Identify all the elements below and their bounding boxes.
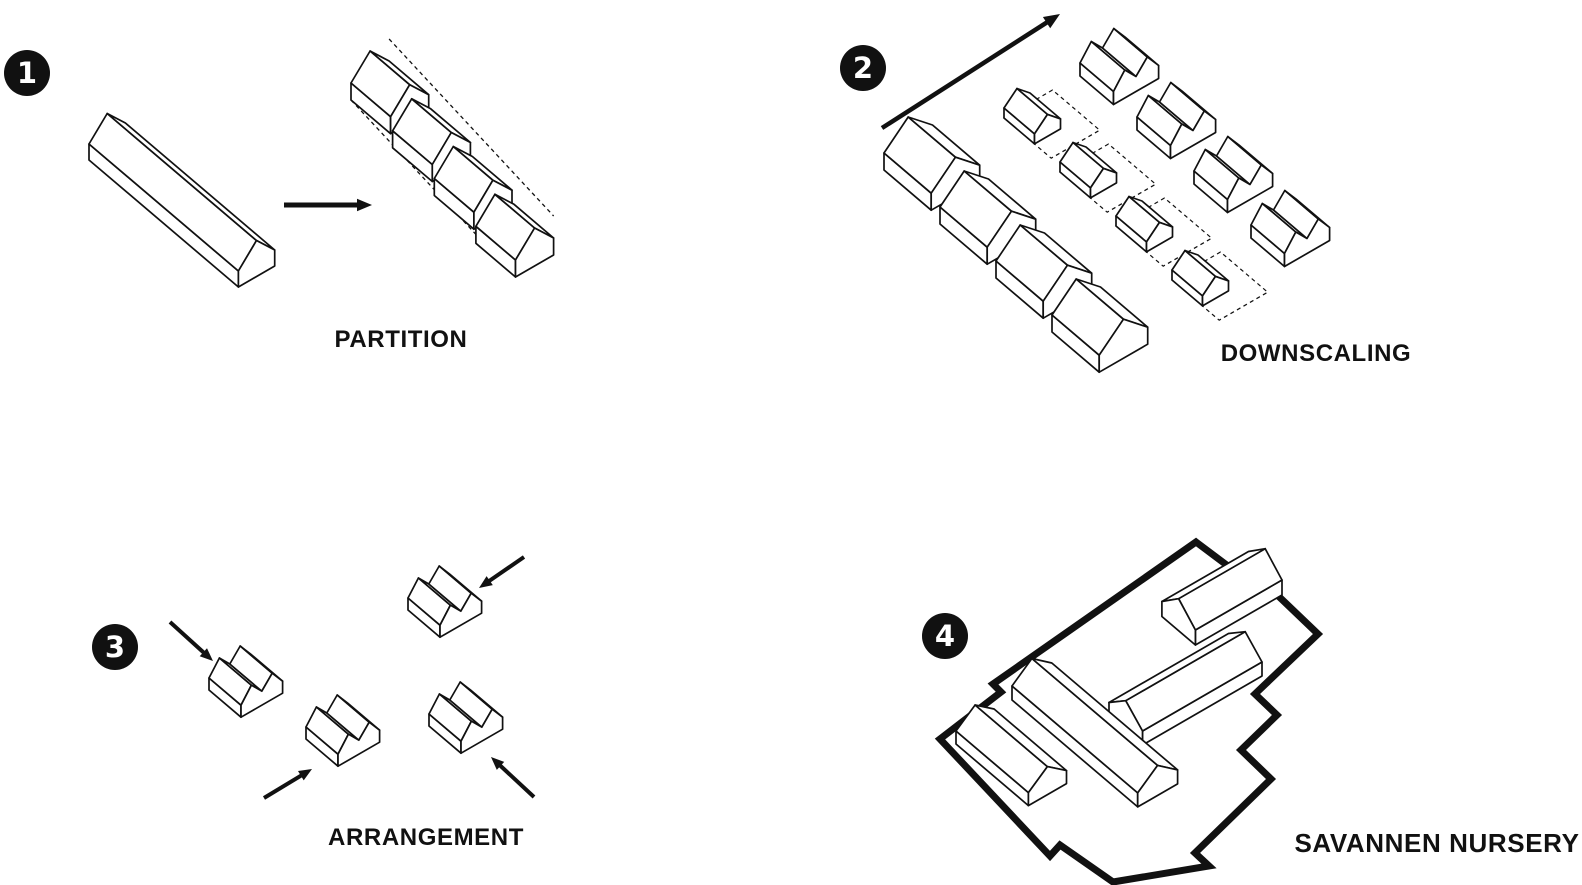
step-4-number: 4 [934,618,956,653]
nursery-plan-diagram [934,537,1324,885]
partition-diagram [88,38,555,288]
arrangement-houses [208,565,504,768]
nursery-buildings [955,547,1283,808]
arrangement-diagram [168,555,536,800]
downscaling-label: DOWNSCALING [1220,340,1412,367]
downscaling-small-houses-with-footprints [1002,87,1269,321]
arrangement-label: ARRANGEMENT [328,824,524,851]
downscaling-arrow [880,14,1060,130]
partition-label: PARTITION [334,326,468,353]
partition-house-segments [350,50,555,278]
partition-original-bar [88,112,276,288]
step-2-number: 2 [852,50,874,85]
step-3-badge: 3 [92,624,138,670]
downscaling-double-gable-houses [1079,27,1331,268]
project-name-label: SAVANNEN NURSERY [1294,828,1580,858]
downscaling-large-houses [883,116,1149,374]
downscaling-diagram [880,14,1331,374]
partition-arrow [284,198,372,212]
step-4-badge: 4 [922,613,968,659]
step-2-badge: 2 [840,45,886,91]
step-1-number: 1 [16,55,38,90]
step-3-number: 3 [104,629,126,664]
arrangement-arrows [168,555,536,800]
step-1-badge: 1 [4,50,50,96]
